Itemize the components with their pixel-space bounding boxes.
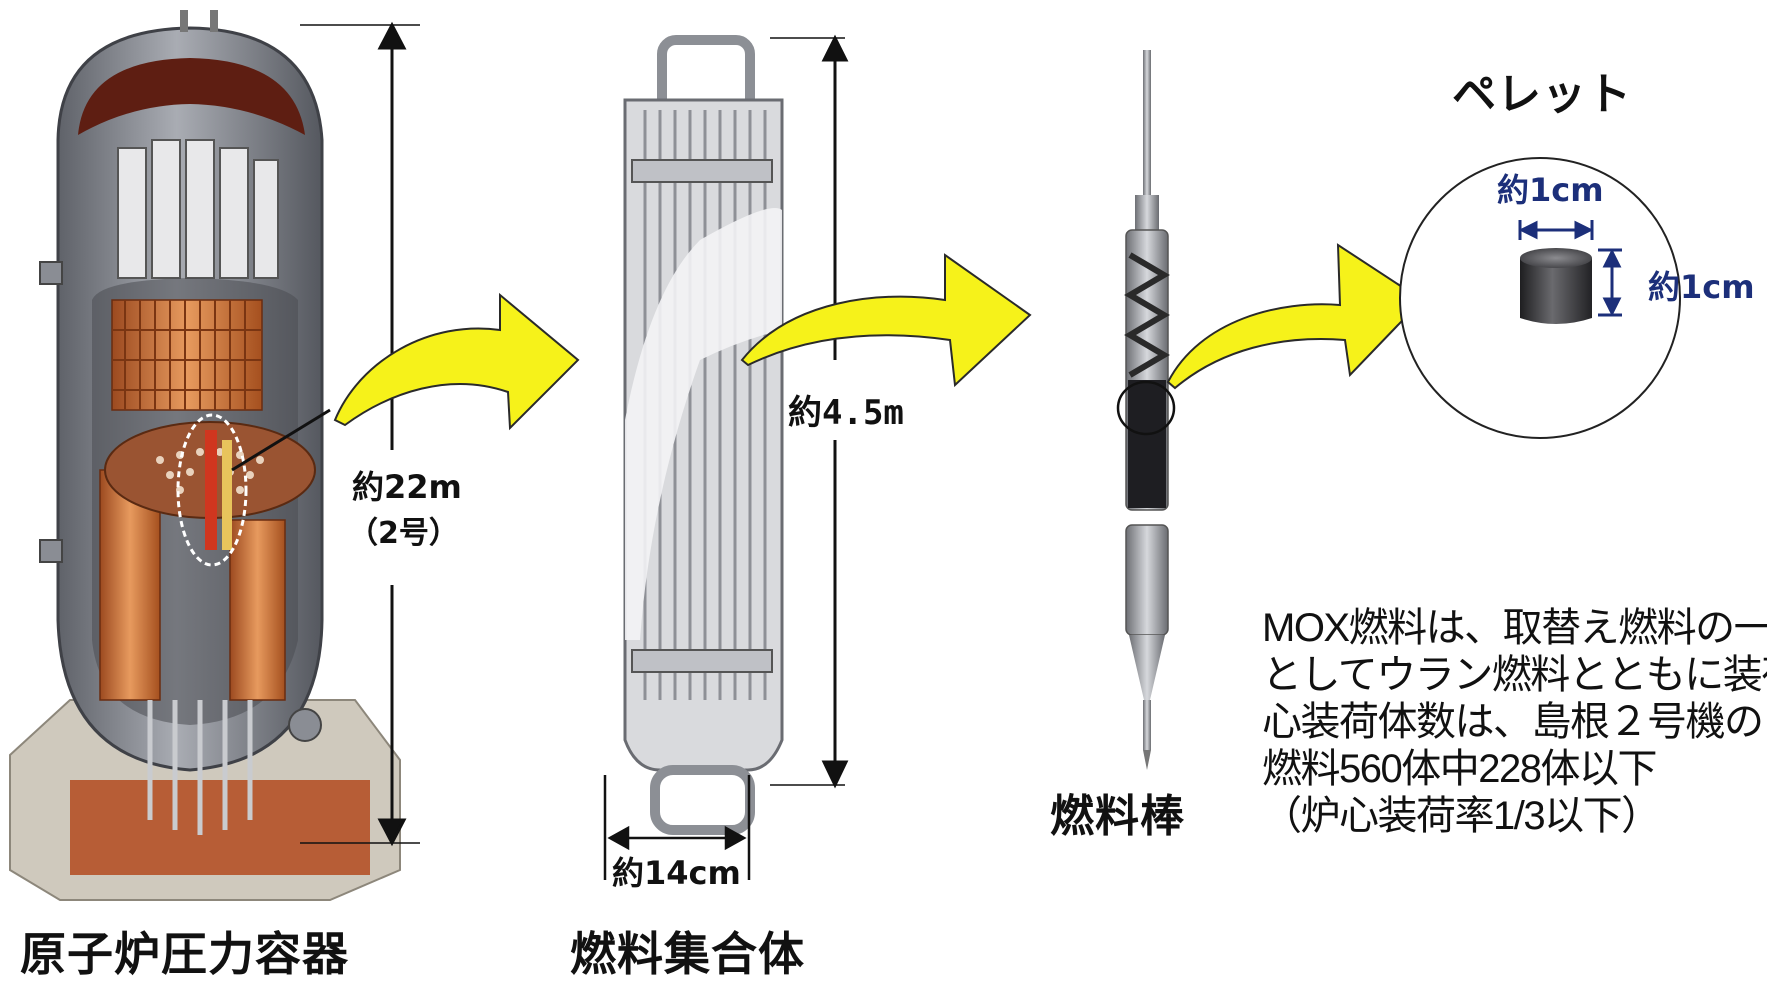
- reactor-pressure-vessel-illustration: [9, 10, 401, 901]
- fuel-assembly-illustration: [623, 35, 784, 835]
- mox-note-line-5: （炉心装荷率1/3以下）: [1262, 794, 1661, 838]
- arrow-assembly-to-rod: [740, 253, 1032, 388]
- mox-note-line-4: 燃料560体中228体以下: [1262, 747, 1657, 791]
- assembly-width-label: 約14cm: [612, 854, 741, 892]
- arrow-vessel-to-assembly: [333, 292, 580, 431]
- label-reactor-pressure-vessel: 原子炉圧力容器: [20, 927, 349, 981]
- mox-note: MOX燃料は、取替え燃料の一 としてウラン燃料とともに装荷し、 心装荷体数は、島…: [1262, 605, 1767, 840]
- label-pellet: ペレット: [1452, 69, 1632, 120]
- vessel-unit-label: （2号）: [348, 516, 459, 551]
- mox-note-line-1: MOX燃料は、取替え燃料の一: [1262, 606, 1767, 650]
- pellet-detail-circle: [1399, 157, 1681, 439]
- vessel-height-label: 約22m: [352, 468, 462, 506]
- assembly-height-label: 約4.5m: [788, 393, 904, 433]
- label-fuel-assembly: 燃料集合体: [570, 927, 805, 981]
- mox-note-line-2: としてウラン燃料とともに装荷し、: [1262, 653, 1767, 697]
- fuel-rod-illustration: [1116, 50, 1176, 770]
- arrow-rod-to-pellet: [1166, 243, 1424, 390]
- mox-note-line-3: 心装荷体数は、島根２号機の: [1262, 700, 1764, 744]
- label-fuel-rod: 燃料棒: [1050, 791, 1185, 842]
- assembly-width-dimension: [603, 775, 751, 880]
- pellet-height-label: 約1cm: [1648, 268, 1755, 306]
- pellet-width-label: 約1cm: [1497, 171, 1604, 209]
